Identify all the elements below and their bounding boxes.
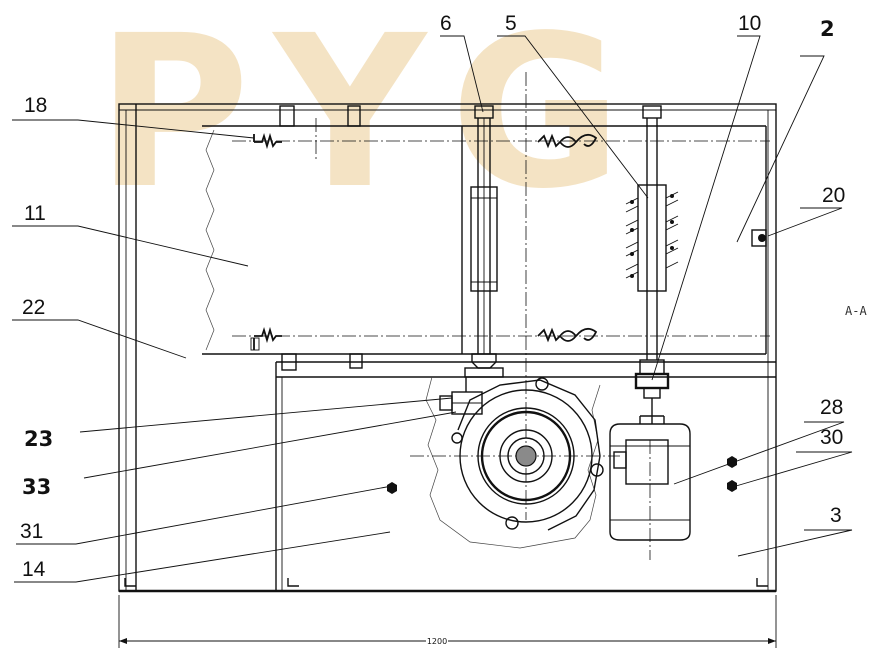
callout-5: 5 [505,12,517,35]
fasteners [387,456,737,494]
spring-upper-right [537,133,598,149]
callout-2: 2 [820,17,835,41]
callout-33: 33 [22,475,51,499]
callout-20: 20 [822,184,845,207]
dimension-text: 1200 [427,637,447,646]
dimension-1200: 1200 [118,595,777,648]
handle-20 [751,229,767,247]
vibration-shaft [464,105,504,378]
drive-motor [609,415,691,541]
machine-frame [118,103,777,593]
callout-18: 18 [24,94,47,117]
callout-14: 14 [22,558,46,581]
spring-lower-right [537,327,598,343]
callout-31: 31 [20,520,43,543]
leader-lines [12,35,853,583]
callout-6: 6 [440,12,452,35]
callout-23: 23 [24,427,53,451]
section-label: A-A [845,304,867,318]
callout-11: 11 [24,202,46,225]
callout-labels: 6 5 10 2 18 20 11 22 23 33 28 30 31 3 14 [20,12,845,581]
callout-30: 30 [820,426,843,449]
spring-lower-left [250,326,282,351]
callout-22: 22 [22,296,45,319]
gear-motor [439,377,604,531]
spring-upper-left [253,132,282,150]
stirring-shaft [625,105,679,424]
callout-10: 10 [738,12,761,35]
callout-3: 3 [830,504,842,527]
callout-28: 28 [820,396,843,419]
